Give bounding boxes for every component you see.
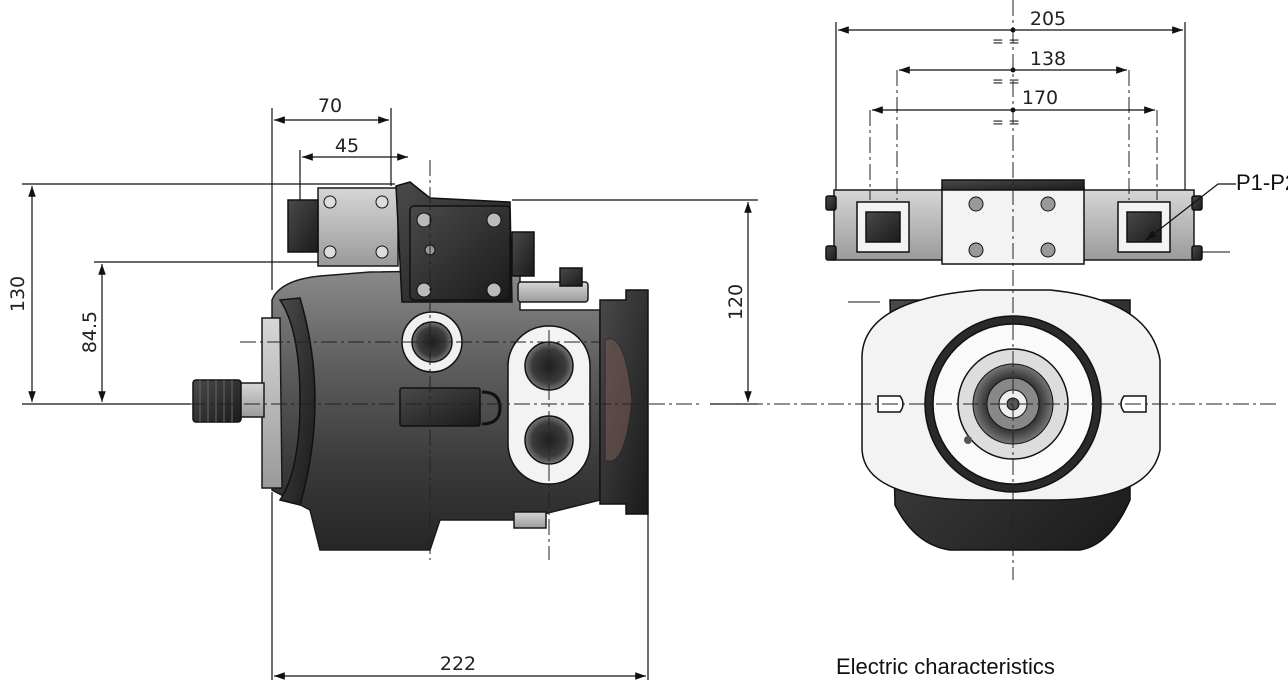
front-view: 205 = = 138 = = 170 = = P1-P2 <box>720 0 1288 580</box>
equal-mark-1: = = <box>992 34 1020 50</box>
dim-label-120: 120 <box>725 284 747 320</box>
side-view-dimensions: 70 45 130 84.5 120 222 <box>7 95 758 680</box>
side-view-housing <box>190 160 700 560</box>
side-view: 70 45 130 84.5 120 222 <box>7 95 758 680</box>
dim-label-45: 45 <box>335 135 359 157</box>
dim-label-70: 70 <box>318 95 342 117</box>
caption-electric-characteristics: Electric characteristics <box>836 654 1055 679</box>
front-view-dimensions: 205 = = 138 = = 170 = = P1-P2 <box>835 8 1288 241</box>
dim-label-130: 130 <box>7 276 29 312</box>
port-label-p1-p2: P1-P2 <box>1236 170 1288 195</box>
dim-label-222: 222 <box>440 653 476 675</box>
dim-label-170: 170 <box>1022 87 1058 109</box>
front-view-housing <box>720 0 1280 580</box>
equal-mark-2: = = <box>992 74 1020 90</box>
dim-label-205: 205 <box>1030 8 1066 30</box>
equal-mark-3: = = <box>992 115 1020 131</box>
dim-label-84-5: 84.5 <box>79 311 101 353</box>
dim-label-138: 138 <box>1030 48 1066 70</box>
